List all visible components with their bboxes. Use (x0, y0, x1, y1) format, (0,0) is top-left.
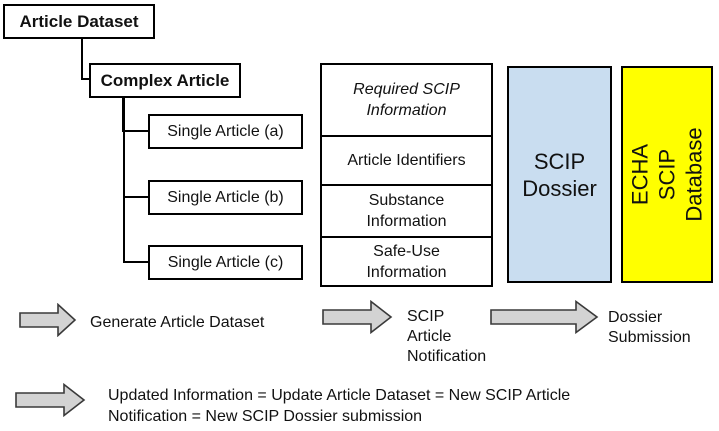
right-arrow-icon (19, 303, 77, 337)
scip-dossier-label: SCIP Dossier (522, 148, 597, 201)
connector-dataset-vertical (81, 39, 83, 80)
right-arrow-icon (15, 383, 86, 417)
single-article-a-box: Single Article (a) (148, 114, 303, 149)
dossier-submission-label: Dossier Submission (608, 309, 691, 346)
connector-branch-a (123, 130, 148, 132)
single-article-a-label: Single Article (a) (167, 122, 284, 140)
single-article-c-box: Single Article (c) (148, 245, 303, 280)
scip-article-notification-label: SCIP Article Notification (407, 308, 487, 365)
generate-article-dataset-label: Generate Article Dataset (90, 314, 265, 331)
connector-dataset-horizontal (81, 78, 89, 80)
connector-branch-b (123, 196, 148, 198)
right-arrow-shape (490, 300, 599, 334)
single-article-b-box: Single Article (b) (148, 180, 303, 215)
required-scip-info-table: Required SCIP Information Article Identi… (320, 63, 493, 287)
info-table-header: Required SCIP Information (322, 65, 491, 137)
right-arrow-icon (490, 300, 599, 334)
article-dataset-box: Article Dataset (3, 4, 155, 39)
right-arrow-shape (19, 303, 77, 337)
connector-branch-c (123, 261, 148, 263)
right-arrow-shape (322, 300, 393, 334)
echa-scip-database-box: ECHA SCIP Database (621, 66, 713, 283)
single-article-b-label: Single Article (b) (167, 188, 284, 206)
update-note-text: Updated Information = Update Article Dat… (108, 387, 571, 425)
article-dataset-label: Article Dataset (19, 11, 139, 31)
info-table-row-substance-information: Substance Information (322, 186, 491, 238)
right-arrow-icon (322, 300, 393, 334)
right-arrow-shape (15, 383, 86, 417)
single-article-c-label: Single Article (c) (167, 253, 284, 271)
connector-complex-vertical-thick (122, 98, 125, 132)
info-table-row-safe-use-information: Safe-Use Information (366, 242, 447, 281)
complex-article-label: Complex Article (100, 70, 230, 90)
scip-dossier-box: SCIP Dossier (507, 66, 612, 283)
complex-article-box: Complex Article (89, 63, 241, 98)
info-table-row-article-identifiers: Article Identifiers (322, 137, 491, 186)
echa-scip-database-label: ECHA SCIP Database (627, 127, 707, 222)
